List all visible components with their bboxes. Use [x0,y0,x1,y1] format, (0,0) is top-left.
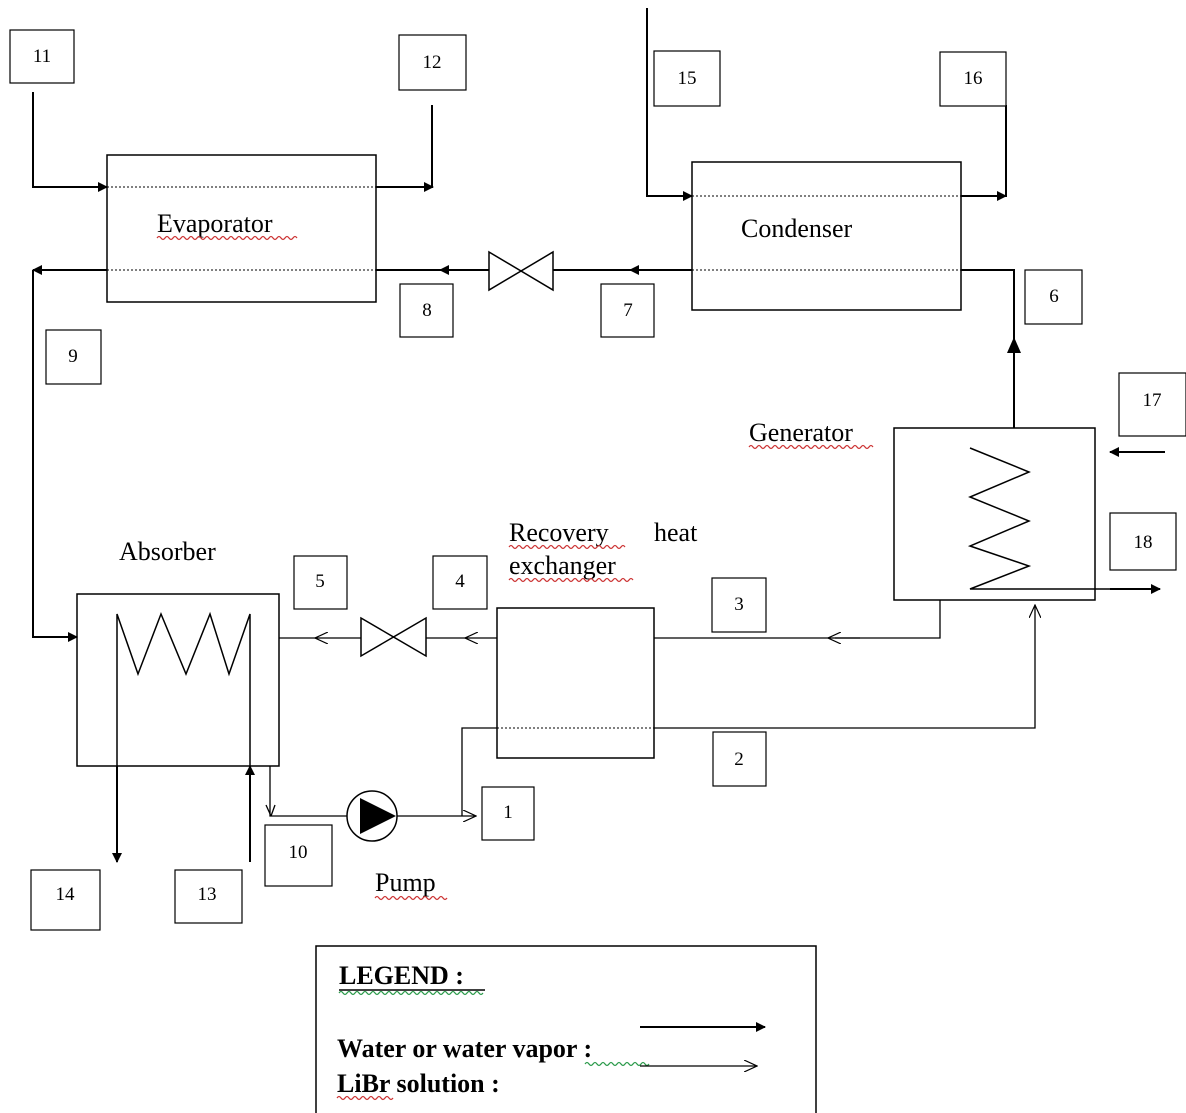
flow-line-15 [646,8,693,201]
state-label-10: 10 [289,842,308,863]
state-label-6: 6 [1049,286,1059,307]
absorber-label: Absorber [119,537,216,566]
state-label-17: 17 [1143,390,1162,411]
generator-box [893,427,1096,601]
evaporator-label: Evaporator [157,209,273,238]
expansion-valve-solution [360,616,427,658]
expansion-valve-refrigerant [488,250,554,292]
state-label-14: 14 [56,884,76,905]
pump-symbol [346,790,398,842]
state-label-18: 18 [1134,532,1153,553]
state-label-13: 13 [198,884,217,905]
flow-line-11 [32,92,108,192]
state-label-9: 9 [68,346,78,367]
state-label-2: 2 [734,749,744,770]
legend-title: LEGEND : [339,961,464,990]
flow-line-16 [961,105,1007,197]
state-label-7: 7 [623,300,633,321]
absorber-coil [116,611,251,858]
state-label-12: 12 [423,52,442,73]
generator-label: Generator [749,418,853,447]
pump-label: Pump [375,868,436,897]
flow-line-12 [376,105,433,188]
state-label-3: 3 [734,594,744,615]
recovery-heat-exchanger-box [496,607,655,759]
flow-line-3 [835,600,941,639]
flow-line-2 [654,605,1035,729]
absorber-box [76,593,280,767]
generator-coil [967,447,1110,590]
recovery-heat-exchanger-label-line1: Recovery [509,518,609,547]
state-label-8: 8 [422,300,432,321]
state-label-11: 11 [33,46,51,67]
recovery-heat-exchanger-label-line2: heat [654,518,698,547]
state-label-15: 15 [678,68,697,89]
legend: LEGEND : Water or water vapor : LiBr sol… [315,945,817,1113]
state-label-5: 5 [315,571,325,592]
state-label-1: 1 [503,802,513,823]
state-label-16: 16 [964,68,983,89]
state-label-4: 4 [455,571,465,592]
condenser-label: Condenser [741,214,853,243]
evaporator-box [106,154,377,303]
legend-libr-label: LiBr solution : [337,1069,500,1098]
legend-water-label: Water or water vapor : [337,1034,592,1063]
condenser-box [691,161,962,311]
recovery-heat-exchanger-label-line3: exchanger [509,551,616,580]
flow-line-10 [269,766,283,817]
